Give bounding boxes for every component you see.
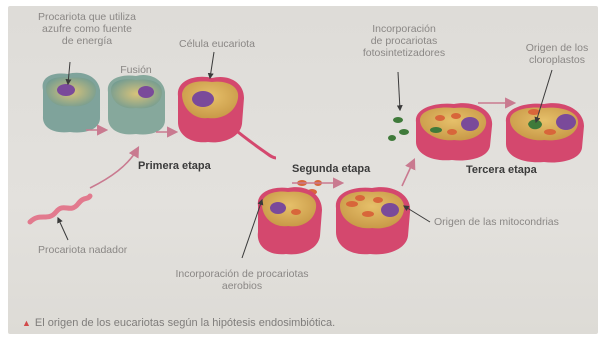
sulfur-prokaryote-line-2: azufre como fuente xyxy=(28,23,146,35)
sulfur-prokaryote-cell xyxy=(43,73,100,133)
sulfur-prokaryote-label: Procariota que utiliza azufre como fuent… xyxy=(28,11,146,47)
fusion-cell xyxy=(108,75,165,135)
first-eukaryotic-cell xyxy=(178,77,276,158)
figure-caption: ▲ El origen de los eucariotas según la hi… xyxy=(22,317,335,329)
aerobic-line-2: aerobios xyxy=(154,280,330,292)
caption-text: El origen de los eucariotas según la hip… xyxy=(35,317,335,329)
first-stage-label: Primera etapa xyxy=(138,160,211,172)
fusion-label: Fusión xyxy=(118,64,154,76)
second-stage-label: Segunda etapa xyxy=(292,163,370,175)
arrow-up-to-third xyxy=(402,160,414,186)
swimming-prokaryote-label: Procariota nadador xyxy=(38,244,127,256)
aerobic-line-1: Incorporación de procariotas xyxy=(154,268,330,280)
caption-triangle-icon: ▲ xyxy=(22,318,31,328)
photosynthetic-incorporation-label: Incorporación de procariotas fotosinteti… xyxy=(354,23,454,59)
eukaryotic-cell-label: Célula eucariota xyxy=(174,38,260,50)
photosynthetic-line-2: de procariotas xyxy=(354,35,454,47)
arrow-swimmer-to-fusion xyxy=(90,148,138,188)
sulfur-prokaryote-line-3: de energía xyxy=(28,35,146,47)
third-stage-label: Tercera etapa xyxy=(466,164,537,176)
photosynthetic-line-1: Incorporación xyxy=(354,23,454,35)
chloroplast-line-2: cloroplastos xyxy=(520,54,594,66)
chloroplast-origin-label: Origen de los cloroplastos xyxy=(520,42,594,66)
photosynthetic-prokaryotes xyxy=(388,117,409,141)
sulfur-prokaryote-line-1: Procariota que utiliza xyxy=(28,11,146,23)
photosynthetic-line-3: fotosintetizadores xyxy=(354,47,454,59)
cell-with-chloroplasts xyxy=(506,103,584,162)
host-cell-third-stage xyxy=(416,103,492,160)
aerobic-incorporation-label: Incorporación de procariotas aerobios xyxy=(154,268,330,292)
cell-with-mitochondria xyxy=(336,187,410,254)
swimming-prokaryote xyxy=(30,196,90,222)
host-cell-second-stage xyxy=(258,187,322,254)
mitochondria-origin-label: Origen de las mitocondrias xyxy=(434,216,559,228)
chloroplast-line-1: Origen de los xyxy=(520,42,594,54)
